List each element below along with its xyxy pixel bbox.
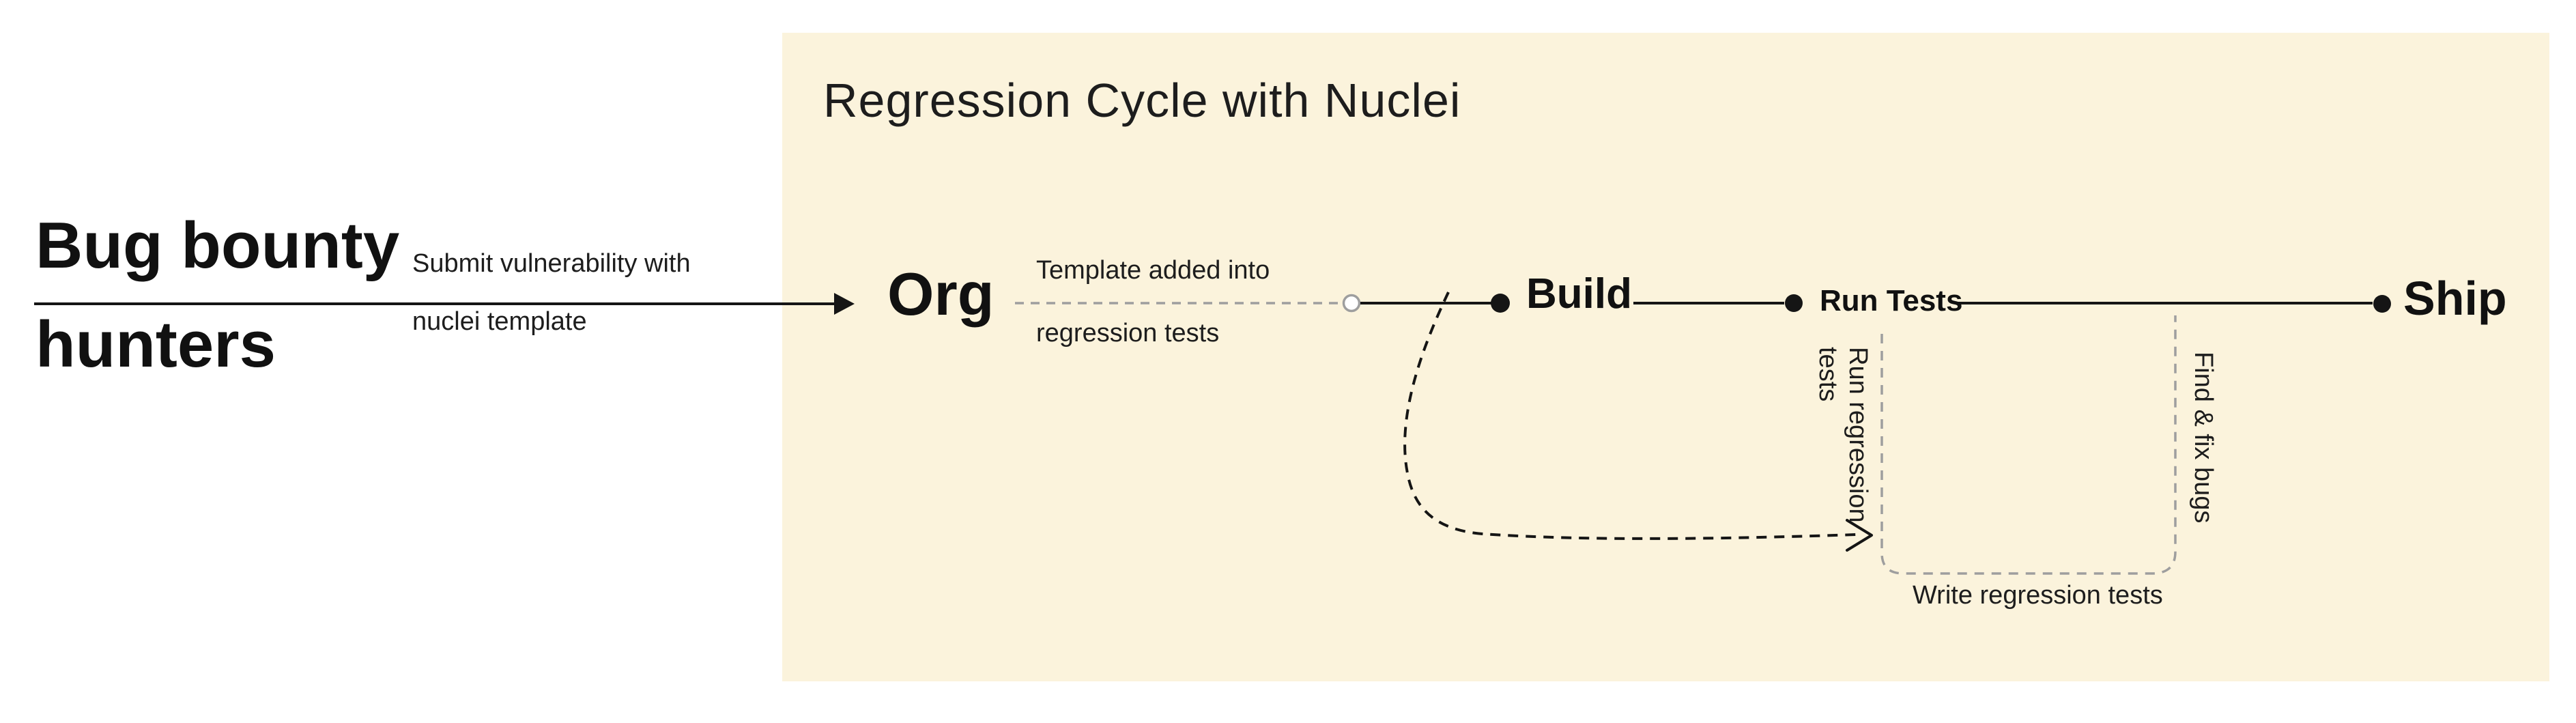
find-fix-bugs-vertical-label: Find & fix bugs [2189,352,2218,524]
submit-edge-label-line1: Submit vulnerability with [412,249,691,278]
actor-bug-bounty-line1: Bug bounty [35,209,400,282]
node-build: Build [1526,270,1632,317]
node-ship: Ship [2403,272,2507,325]
feedback-dashed-curve [1403,292,1857,540]
submit-edge-label-line2: nuclei template [412,307,587,336]
actor-bug-bounty-line2: hunters [35,308,276,381]
ship-node-dot-icon [2373,295,2391,313]
arrowhead-icon [834,293,855,315]
panel-title: Regression Cycle with Nuclei [823,74,1461,127]
template-edge-label-line2: regression tests [1036,319,1220,348]
write-regression-tests-label: Write regression tests [1913,581,2163,610]
dashed-arrowhead-icon [1846,519,1873,552]
regression-cycle-panel [782,33,2549,681]
regression-loop-dashed-path [1880,315,2177,575]
runtests-node-dot-icon [1785,294,1803,312]
node-run-tests: Run Tests [1820,284,1963,317]
open-circle-icon [1342,294,1361,313]
node-org: Org [887,260,994,328]
run-regression-line2: tests [1814,347,1842,402]
template-edge-label-line1: Template added into [1036,256,1270,285]
run-regression-tests-vertical-label: Run regression tests [1813,347,1873,523]
run-regression-line1: Run regression [1844,347,1872,523]
build-node-dot-icon [1491,294,1510,313]
